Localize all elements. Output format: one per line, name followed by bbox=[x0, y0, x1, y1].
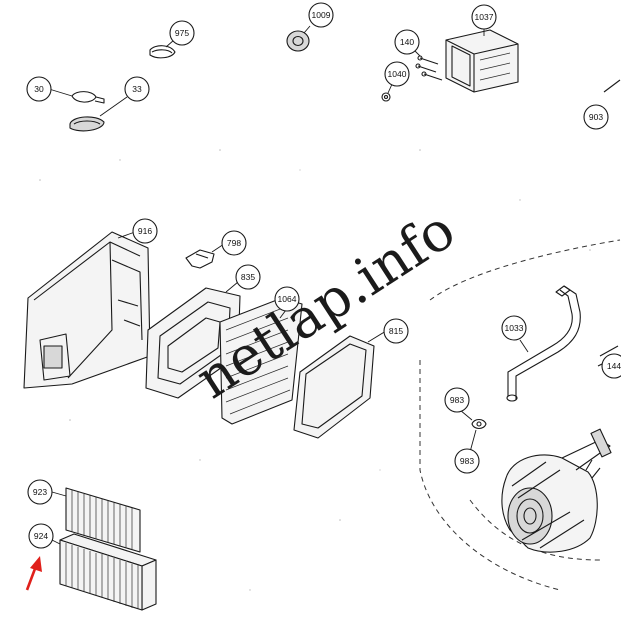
callout-916: 916 bbox=[132, 218, 158, 244]
part-1037-filter-box bbox=[445, 28, 519, 93]
callout-label: 1009 bbox=[312, 10, 331, 20]
callout-label: 144 bbox=[607, 361, 621, 371]
callout-label: 140 bbox=[400, 37, 414, 47]
part-903 bbox=[603, 79, 621, 93]
part-33-clamp bbox=[69, 96, 128, 132]
part-30-clamp bbox=[48, 88, 105, 104]
callout-label: 798 bbox=[227, 238, 241, 248]
callout-144: 144 bbox=[601, 353, 621, 379]
callout-label: 835 bbox=[241, 272, 255, 282]
callout-1009: 1009 bbox=[308, 2, 334, 28]
part-923-panel bbox=[51, 487, 141, 553]
part-916-housing bbox=[23, 231, 151, 389]
callout-983-lower: 983 bbox=[454, 448, 480, 474]
callout-835: 835 bbox=[235, 264, 261, 290]
part-983-clip bbox=[459, 409, 487, 453]
callout-798: 798 bbox=[221, 230, 247, 256]
callout-label: 1037 bbox=[475, 12, 494, 22]
callout-label: 924 bbox=[34, 531, 48, 541]
callout-903: 903 bbox=[583, 104, 609, 130]
part-1009-washer bbox=[286, 25, 311, 52]
callout-label: 975 bbox=[175, 28, 189, 38]
part-motor bbox=[419, 239, 621, 591]
callout-923: 923 bbox=[27, 479, 53, 505]
callout-label: 923 bbox=[33, 487, 47, 497]
callout-label: 30 bbox=[34, 84, 44, 94]
callout-30: 30 bbox=[26, 76, 52, 102]
callout-975: 975 bbox=[169, 20, 195, 46]
part-1033-hose bbox=[506, 285, 581, 402]
callout-label: 1040 bbox=[388, 69, 407, 79]
callout-1033: 1033 bbox=[501, 315, 527, 341]
callout-815: 815 bbox=[383, 318, 409, 344]
callout-1040: 1040 bbox=[384, 61, 410, 87]
callout-140: 140 bbox=[394, 29, 420, 55]
callout-label: 916 bbox=[138, 226, 152, 236]
callout-983-upper: 983 bbox=[444, 387, 470, 413]
part-975-clamp bbox=[149, 39, 176, 59]
callout-label: 1064 bbox=[278, 294, 297, 304]
callout-924: 924 bbox=[28, 523, 54, 549]
callout-label: 33 bbox=[132, 84, 142, 94]
callout-33: 33 bbox=[124, 76, 150, 102]
callout-label: 903 bbox=[589, 112, 603, 122]
part-815-gasket bbox=[293, 330, 387, 439]
part-798-bracket bbox=[185, 243, 225, 269]
red-arrow-icon bbox=[25, 556, 42, 591]
callout-1064: 1064 bbox=[274, 286, 300, 312]
callout-label: 1033 bbox=[505, 323, 524, 333]
callout-label: 815 bbox=[389, 326, 403, 336]
scan-noise bbox=[39, 149, 591, 591]
callout-1037: 1037 bbox=[471, 4, 497, 30]
part-140-pins bbox=[413, 49, 443, 81]
part-924-filter bbox=[51, 533, 157, 611]
callout-label: 983 bbox=[460, 456, 474, 466]
callout-label: 983 bbox=[450, 395, 464, 405]
part-1064-mesh bbox=[219, 297, 303, 425]
